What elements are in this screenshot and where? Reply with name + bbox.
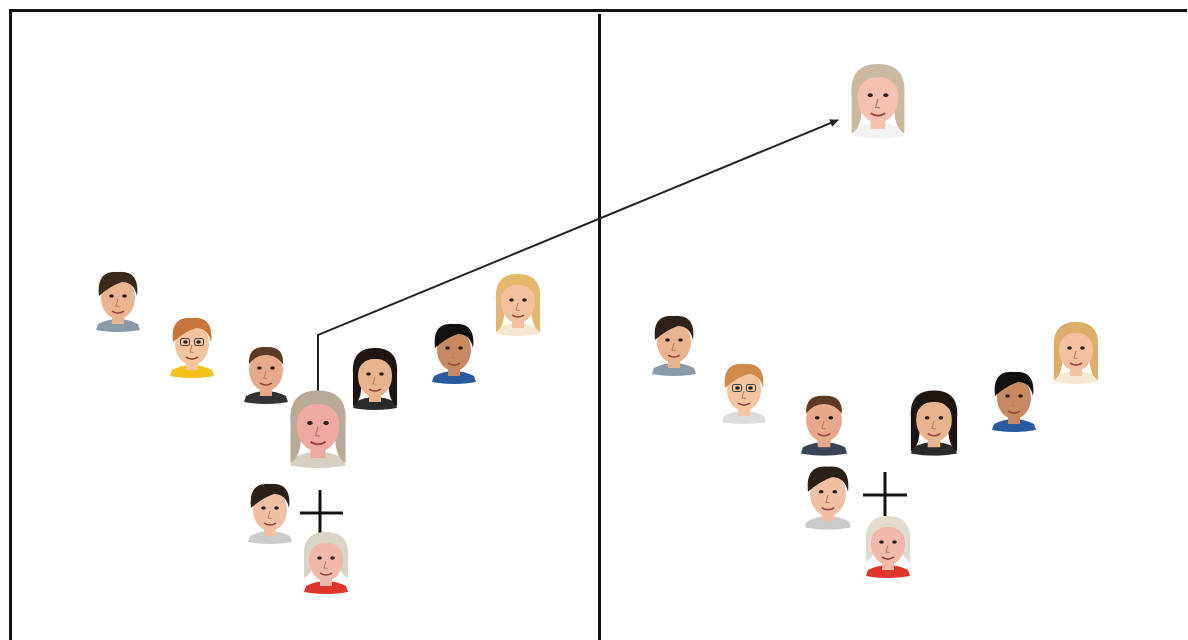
face-woman-dark-hair bbox=[345, 348, 405, 410]
face-blonde-woman bbox=[1046, 322, 1106, 384]
diagram-frame bbox=[9, 9, 1187, 640]
face-redhead-glasses bbox=[714, 363, 774, 424]
face-man-short-hair bbox=[792, 392, 856, 456]
face-young-man-open-mouth bbox=[88, 271, 148, 332]
left-panel-faces bbox=[88, 271, 548, 594]
face-young-man-center bbox=[796, 466, 860, 530]
face-young-man-open-mouth bbox=[644, 315, 704, 376]
face-blonde-woman bbox=[488, 274, 548, 336]
right-center-cross-marker bbox=[863, 472, 907, 516]
panel-divider bbox=[598, 14, 601, 640]
displacement-arrow bbox=[317, 119, 839, 392]
face-redhead-glasses bbox=[162, 317, 222, 378]
face-young-man-center bbox=[240, 483, 300, 544]
face-woman-dark-hair bbox=[902, 390, 966, 456]
face-man-black-hair bbox=[984, 371, 1044, 432]
face-man-black-hair bbox=[424, 323, 484, 384]
face-man-short-hair bbox=[236, 344, 296, 404]
face-woman-gray-hair-morphed bbox=[280, 390, 356, 468]
right-panel-faces bbox=[644, 64, 1106, 578]
face-blonde-woman-outlier bbox=[842, 64, 914, 139]
face-older-blonde-woman bbox=[858, 516, 918, 578]
face-older-blonde-woman bbox=[296, 532, 356, 594]
left-center-cross-marker bbox=[299, 490, 343, 534]
